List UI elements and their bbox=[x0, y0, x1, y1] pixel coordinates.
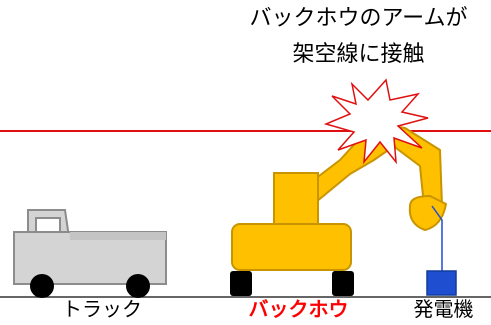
backhoe-cab bbox=[273, 172, 319, 226]
generator bbox=[426, 270, 457, 296]
label-backhoe: バックホウ bbox=[248, 297, 349, 321]
cable bbox=[431, 205, 443, 272]
truck-wheel-rear bbox=[126, 274, 150, 298]
label-generator: 発電機 bbox=[413, 297, 474, 321]
truck bbox=[13, 209, 167, 285]
backhoe-bucket bbox=[408, 195, 447, 231]
backhoe-track-right bbox=[332, 271, 354, 296]
backhoe-track-left bbox=[230, 271, 252, 296]
label-truck: トラック bbox=[62, 297, 142, 321]
caption-line-1: バックホウのアームが bbox=[249, 6, 468, 31]
truck-bed-top bbox=[70, 232, 166, 240]
backhoe bbox=[231, 172, 352, 271]
caption-line-2: 架空線に接触 bbox=[292, 42, 425, 67]
backhoe-body bbox=[231, 223, 352, 271]
truck-wheel-front bbox=[30, 274, 54, 298]
explosion-burst-icon bbox=[323, 78, 429, 165]
